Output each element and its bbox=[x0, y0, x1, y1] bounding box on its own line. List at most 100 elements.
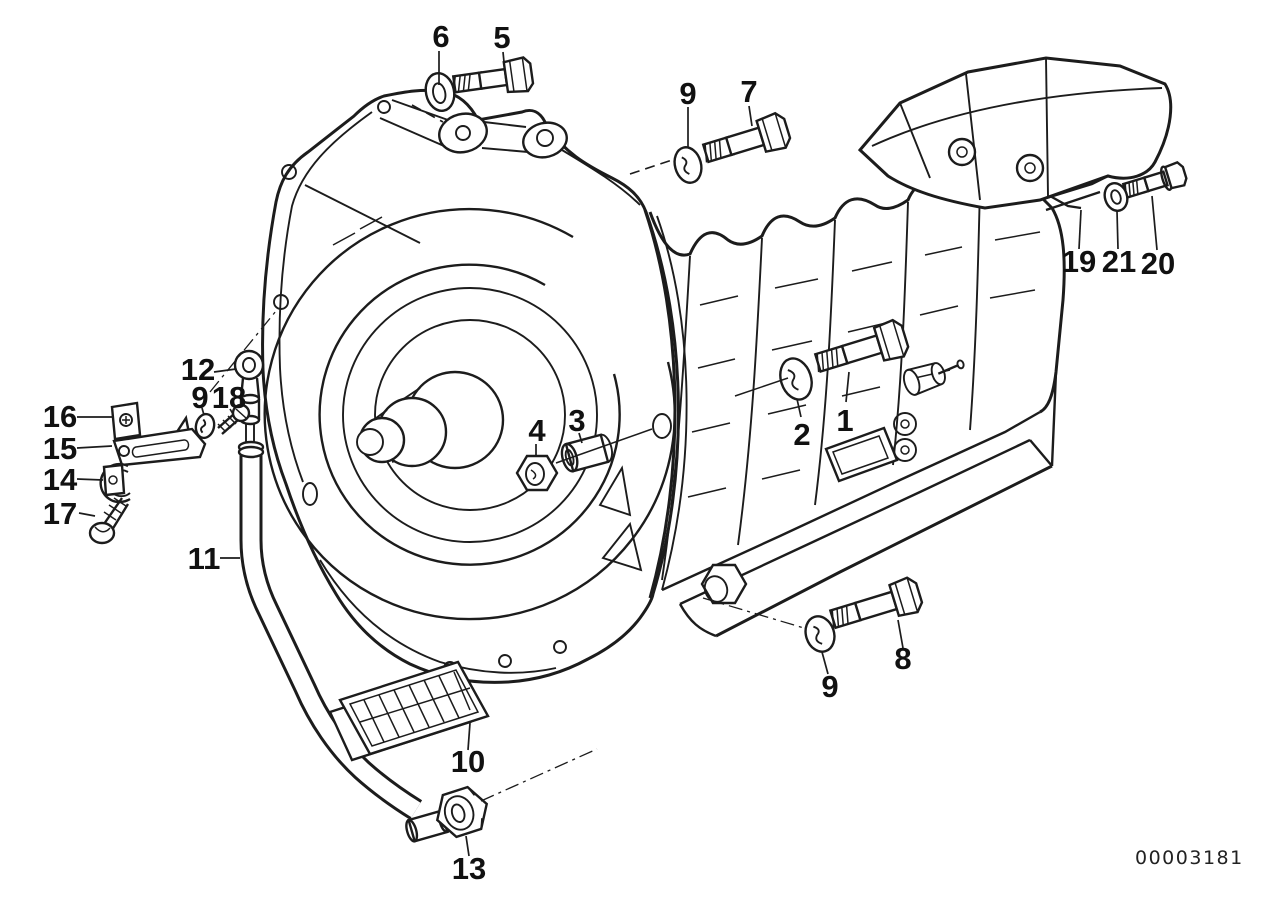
heat-shield-edge bbox=[899, 57, 1049, 201]
converter-ring-2 bbox=[318, 263, 621, 566]
washer-part-6 bbox=[424, 71, 456, 113]
leader-19 bbox=[1078, 209, 1082, 250]
callout-16: 16 bbox=[43, 399, 77, 434]
oil-pan-left-cap bbox=[678, 603, 717, 638]
callout-20: 20 bbox=[1141, 246, 1175, 281]
flange-web-hole bbox=[652, 413, 672, 439]
shield-bracket-edge bbox=[1039, 174, 1109, 212]
bell-shoulder-dash-1 bbox=[332, 232, 356, 246]
axis-bracket bbox=[209, 310, 277, 393]
converter-ring-outer bbox=[263, 207, 676, 621]
callout-3: 3 bbox=[568, 403, 585, 438]
bell-top-ear-hole bbox=[455, 125, 471, 141]
gearbox-rib bbox=[661, 255, 691, 581]
case-boss bbox=[893, 438, 917, 462]
leader-9-left bbox=[201, 407, 205, 416]
callout-9-bottom: 9 bbox=[821, 669, 838, 704]
flange-hole bbox=[553, 640, 567, 654]
axis-bolt-8 bbox=[702, 597, 805, 629]
shield-lug-hole bbox=[956, 146, 968, 158]
leader-21 bbox=[1116, 210, 1119, 250]
leader-9-bottom bbox=[821, 651, 829, 675]
flange-hole bbox=[377, 100, 391, 114]
leader-5 bbox=[502, 51, 505, 63]
leader-13 bbox=[465, 835, 470, 857]
leader-17 bbox=[78, 512, 96, 517]
oil-pan-right-cap bbox=[1029, 371, 1058, 467]
pan-pad-inner bbox=[832, 435, 889, 475]
gearbox-bottom-seam bbox=[661, 410, 1041, 592]
grille-part-10 bbox=[328, 660, 490, 762]
leader-3 bbox=[578, 432, 583, 444]
gearbox-rib-dashes bbox=[687, 231, 1041, 498]
heat-shield-outline bbox=[857, 56, 1173, 210]
leader-7 bbox=[748, 105, 753, 127]
axis-washer-6 bbox=[411, 104, 444, 123]
bolt-part-1 bbox=[813, 318, 910, 373]
leader-15 bbox=[76, 445, 113, 449]
callout-9-top: 9 bbox=[679, 76, 696, 111]
shield-lug bbox=[947, 137, 977, 167]
axis-nut-13 bbox=[480, 748, 598, 802]
transmission-drawing bbox=[88, 56, 1188, 843]
leader-lines bbox=[76, 51, 1158, 857]
axis-bolt-7 bbox=[629, 159, 673, 175]
flange-hole bbox=[498, 654, 512, 668]
bolt-part-5 bbox=[451, 56, 535, 94]
leader-8 bbox=[897, 619, 904, 649]
callout-11: 11 bbox=[188, 541, 221, 576]
nut-part-4 bbox=[515, 454, 559, 492]
diagram-code: 00003181 bbox=[1135, 847, 1244, 869]
bolt-part-8 bbox=[828, 576, 924, 630]
case-hex-plug-face bbox=[703, 575, 729, 603]
bell-top-strap bbox=[481, 147, 529, 153]
filler-tube-part-11 bbox=[237, 440, 423, 820]
converter-ring-3 bbox=[342, 287, 598, 543]
heat-shield-fold bbox=[871, 87, 1163, 147]
converter-ring-4 bbox=[374, 319, 566, 511]
leader-12 bbox=[213, 368, 237, 373]
callout-17: 17 bbox=[43, 496, 77, 531]
callout-14: 14 bbox=[43, 462, 78, 497]
flange-hole bbox=[302, 482, 318, 506]
callout-15: 15 bbox=[43, 431, 77, 466]
leader-2 bbox=[796, 398, 802, 418]
callout-6: 6 bbox=[432, 19, 449, 54]
bolt-part-7 bbox=[701, 111, 792, 164]
heat-shield bbox=[857, 56, 1173, 212]
shield-lug bbox=[1015, 153, 1045, 183]
arm-part-15 bbox=[112, 414, 207, 467]
bell-body-flange-inner bbox=[656, 215, 688, 591]
callout-19: 19 bbox=[1062, 244, 1096, 279]
bell-flange-inner-line-bottom bbox=[319, 559, 557, 674]
callout-4: 4 bbox=[528, 413, 546, 448]
callout-1: 1 bbox=[836, 403, 853, 438]
axis-sleeve-3 bbox=[555, 428, 653, 464]
bell-top-ear bbox=[438, 112, 488, 154]
washer-part-21 bbox=[1103, 182, 1129, 212]
leader-20 bbox=[1151, 195, 1158, 251]
callout-labels: 1 2 3 4 5 6 7 9 8 9 9 10 11 12 13 14 15 … bbox=[43, 19, 1175, 886]
oil-pan-bottom bbox=[715, 464, 1053, 638]
case-boss-hole bbox=[900, 419, 910, 429]
callout-13: 13 bbox=[452, 851, 486, 886]
callout-12: 12 bbox=[181, 352, 215, 387]
case-boss-hole bbox=[900, 445, 910, 455]
case-hex-plug bbox=[700, 563, 748, 605]
output-stub bbox=[902, 359, 965, 396]
washer-part-9-top bbox=[673, 146, 703, 184]
bell-top-strap bbox=[561, 149, 641, 206]
callout-2: 2 bbox=[793, 417, 810, 452]
flange-web-triangle bbox=[601, 521, 643, 572]
bell-top-ear-hole bbox=[536, 129, 554, 147]
clamp-part-14 bbox=[99, 462, 131, 504]
leader-14 bbox=[76, 478, 104, 481]
leader-18 bbox=[229, 408, 234, 415]
bell-shoulder-dash-2 bbox=[359, 216, 383, 230]
callout-21: 21 bbox=[1102, 244, 1136, 279]
leader-10 bbox=[467, 722, 471, 751]
axis-bolt-1 bbox=[734, 377, 789, 397]
bell-shoulder-line bbox=[304, 184, 421, 244]
gearbox-right-end bbox=[1016, 172, 1066, 414]
bell-flange-inner-line bbox=[278, 111, 373, 483]
